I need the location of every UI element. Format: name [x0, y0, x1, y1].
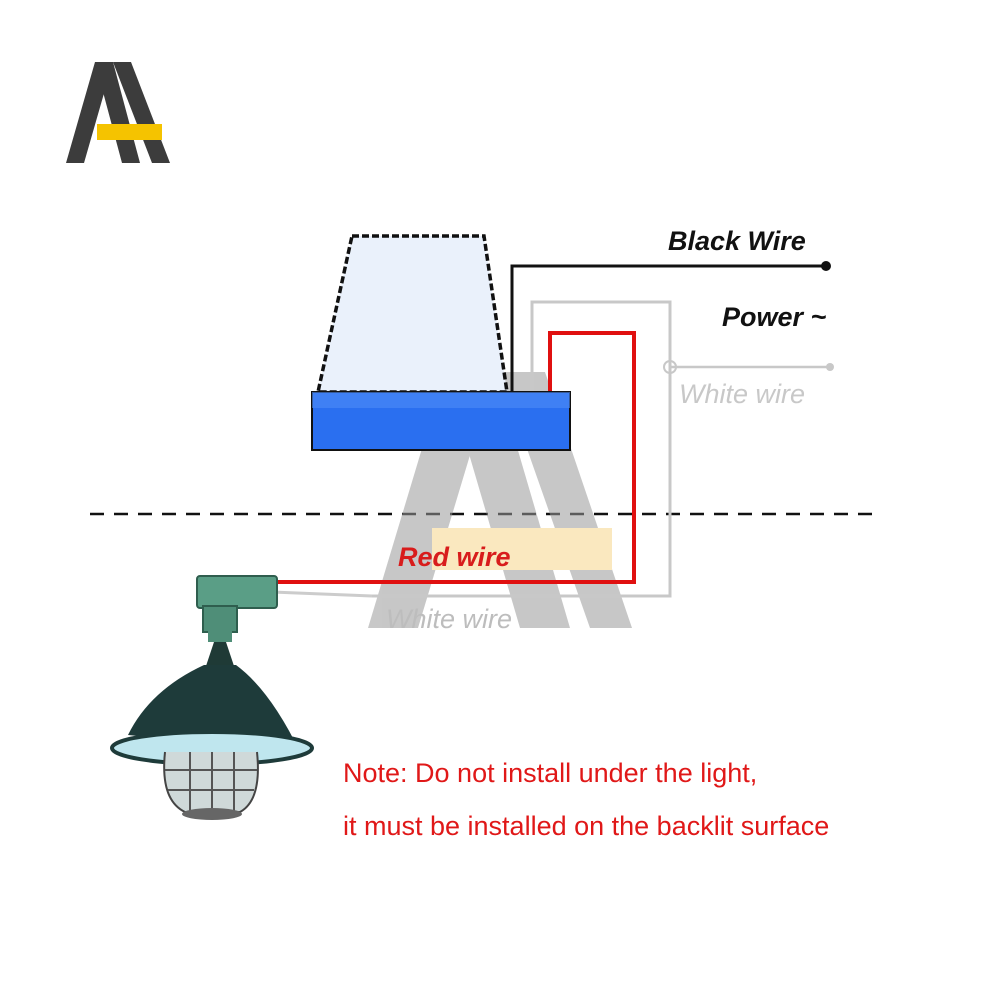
- sensor-dome: [315, 234, 510, 394]
- black-wire-label: Black Wire: [668, 226, 806, 256]
- white-wire-terminal: [826, 363, 834, 371]
- lamp: [110, 575, 314, 820]
- black-wire: [510, 264, 826, 392]
- note-line-2: it must be installed on the backlit surf…: [343, 811, 830, 841]
- white-wire-bottom-label: White wire: [386, 604, 513, 634]
- red-wire: [272, 331, 636, 584]
- red-wire-label: Red wire: [398, 542, 511, 572]
- note-line-1: Note: Do not install under the light,: [343, 758, 758, 788]
- power-label: Power ~: [722, 302, 827, 332]
- white-wire-top-label: White wire: [679, 379, 806, 409]
- white-wire-bottom: [271, 590, 373, 598]
- black-wire-terminal: [821, 261, 831, 271]
- brand-logo: [66, 62, 170, 163]
- white-wire-junction: [663, 360, 677, 374]
- white-wire-top: [372, 300, 672, 598]
